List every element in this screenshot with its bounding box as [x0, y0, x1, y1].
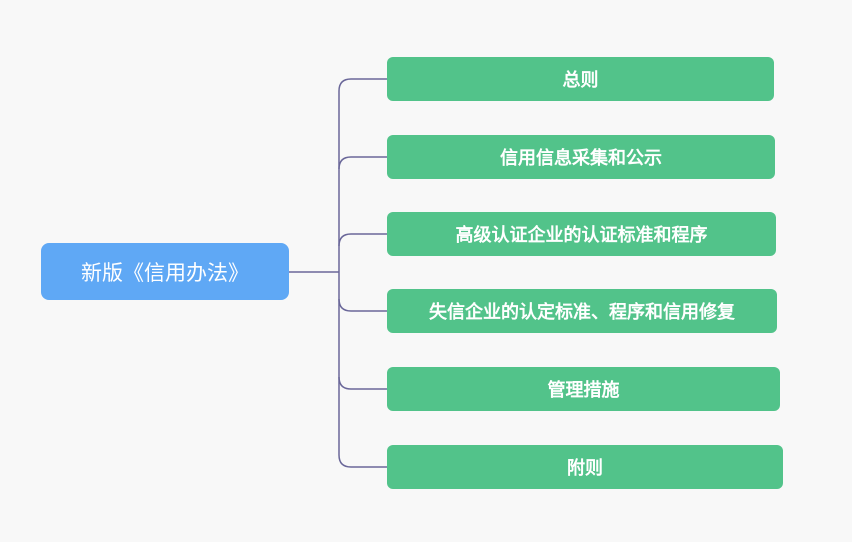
- subtopic-label: 附则: [567, 458, 603, 479]
- subtopic-label: 总则: [562, 70, 599, 91]
- connector-branch-5: [338, 454, 387, 468]
- connector-branch-1: [338, 156, 387, 170]
- connector-branch-4: [338, 376, 387, 390]
- subtopic-label: 信用信息采集和公示: [500, 148, 662, 169]
- connector-branch-0: [338, 78, 387, 92]
- subtopic-node-info-collection[interactable]: 信用信息采集和公示: [387, 135, 775, 179]
- subtopic-label: 高级认证企业的认证标准和程序: [455, 225, 708, 246]
- subtopic-label: 管理措施: [547, 380, 620, 401]
- subtopic-node-management-measures[interactable]: 管理措施: [387, 367, 780, 411]
- connector-branch-2: [338, 233, 387, 247]
- subtopic-node-advanced-certification[interactable]: 高级认证企业的认证标准和程序: [387, 212, 776, 256]
- subtopic-node-dishonest-enterprise[interactable]: 失信企业的认定标准、程序和信用修复: [387, 289, 777, 333]
- subtopic-label: 失信企业的认定标准、程序和信用修复: [429, 302, 735, 323]
- subtopic-node-supplementary-provisions[interactable]: 附则: [387, 445, 783, 489]
- subtopic-node-general-provisions[interactable]: 总则: [387, 57, 774, 101]
- connector-branch-3: [338, 298, 387, 312]
- root-topic-node[interactable]: 新版《信用办法》: [41, 243, 289, 300]
- root-topic-label: 新版《信用办法》: [81, 260, 249, 285]
